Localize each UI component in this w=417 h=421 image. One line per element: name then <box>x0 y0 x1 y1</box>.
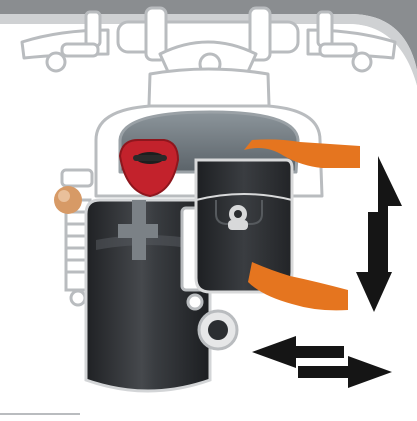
right-grip-end <box>353 53 371 71</box>
left-shock-bolt <box>71 291 85 305</box>
right-mirror-stem <box>318 12 332 46</box>
left-grip-end <box>47 53 65 71</box>
turn-signal <box>54 186 82 214</box>
right-shock-bolt <box>188 295 202 309</box>
left-mirror-stem <box>86 12 100 46</box>
right-lever <box>320 44 356 56</box>
left-shock-top <box>62 170 92 186</box>
left-lever <box>62 44 98 56</box>
exhaust-tip <box>199 311 237 349</box>
